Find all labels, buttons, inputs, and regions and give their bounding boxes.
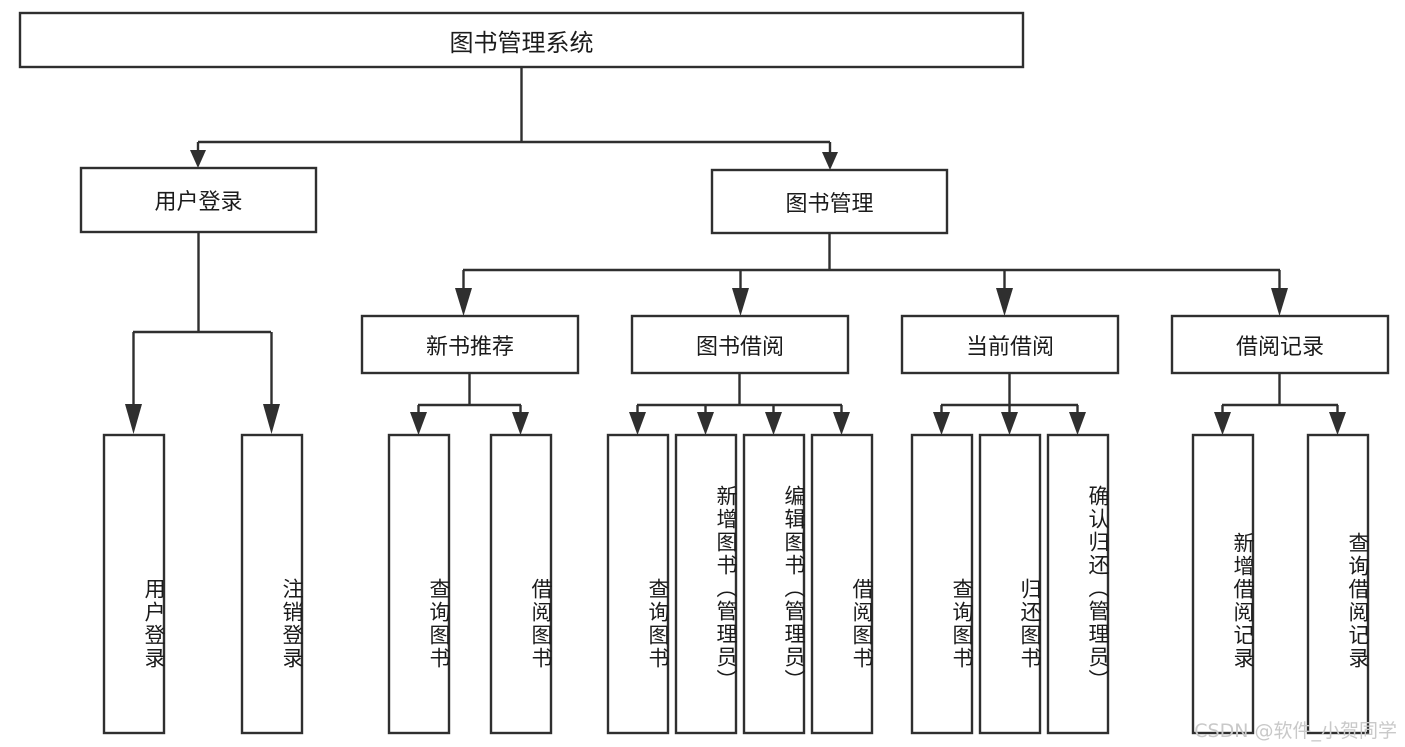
node-leaf-query-book-3[interactable] [910,433,974,735]
node-current-borrow[interactable] [900,314,1120,375]
arrow-to-new-book-recommend [455,288,472,316]
node-leaf-return-book[interactable] [978,433,1042,735]
node-leaf-query-book-2[interactable] [606,433,670,735]
node-leaf-user-login[interactable] [102,433,166,735]
node-leaf-query-record[interactable] [1306,433,1370,735]
node-leaf-logout[interactable] [240,433,304,735]
node-borrow-record[interactable] [1170,314,1390,375]
node-book-borrow[interactable] [630,314,850,375]
arrow-to-leaf-user-login [125,404,142,434]
arrow-to-book-borrow [732,288,749,316]
arrow-to-current-borrow [996,288,1013,316]
arrow-to-leaf-query-book-3 [933,412,950,435]
node-leaf-add-record[interactable] [1191,433,1255,735]
node-new-book-recommend[interactable] [360,314,580,375]
node-leaf-query-book-1[interactable] [387,433,451,735]
node-leaf-borrow-book-2[interactable] [810,433,874,735]
arrow-to-leaf-add-record [1214,412,1231,435]
arrow-to-leaf-query-book-1 [410,412,427,435]
arrow-to-leaf-logout [263,404,280,434]
arrow-to-leaf-borrow-book-2 [833,412,850,435]
node-leaf-add-book[interactable] [674,433,738,735]
arrow-to-leaf-return-book [1001,412,1018,435]
node-leaf-edit-book[interactable] [742,433,806,735]
arrow-to-leaf-edit-book [765,412,782,435]
arrow-to-leaf-add-book [697,412,714,435]
node-root[interactable] [18,11,1025,69]
node-user-login[interactable] [79,166,318,234]
arrow-to-user-login [190,150,206,168]
arrow-to-book-manage [822,152,838,170]
arrow-to-leaf-query-record [1329,412,1346,435]
arrow-to-leaf-borrow-book-1 [512,412,529,435]
node-leaf-borrow-book-1[interactable] [489,433,553,735]
node-leaf-confirm-return[interactable] [1046,433,1110,735]
arrow-to-leaf-confirm-return [1069,412,1086,435]
node-book-manage[interactable] [710,168,949,235]
arrow-to-leaf-query-book-2 [629,412,646,435]
arrow-to-borrow-record [1271,288,1288,316]
